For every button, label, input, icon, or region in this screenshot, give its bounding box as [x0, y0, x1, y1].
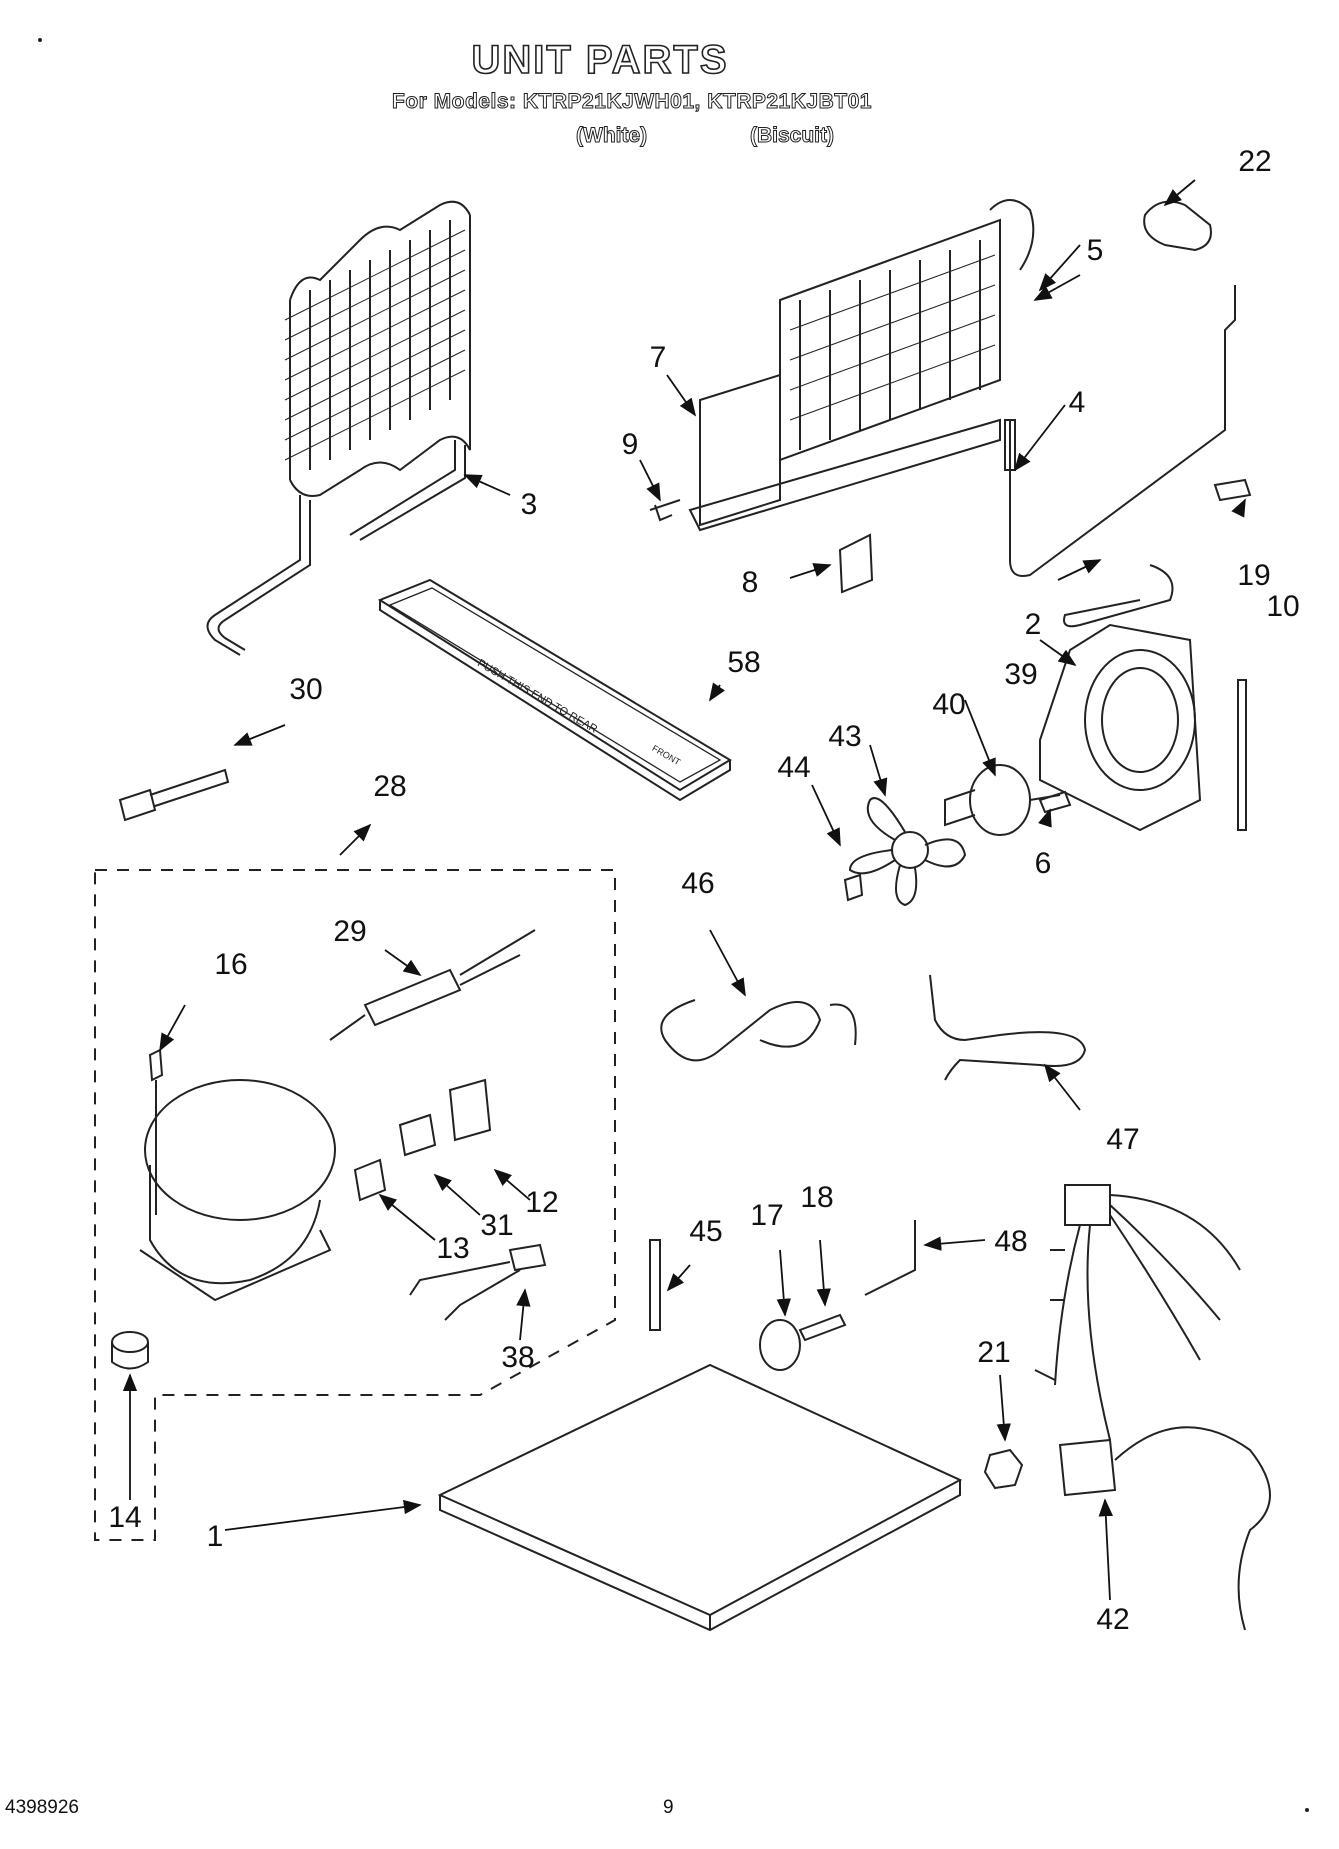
fan-shroud-part — [1039, 623, 1202, 832]
suction-tube-part — [929, 974, 1087, 1081]
callout-1: 1 — [206, 1520, 224, 1553]
callout-44: 44 — [777, 751, 811, 784]
blade-clip-part — [843, 873, 864, 902]
drain-tube-part — [660, 999, 857, 1062]
gasket-strip-part — [1237, 679, 1247, 831]
callout-29: 29 — [333, 915, 367, 948]
roller-part — [759, 1319, 801, 1371]
condenser-coil-part — [206, 200, 471, 656]
callout-40: 40 — [932, 688, 966, 721]
base-plate-part — [437, 1363, 963, 1632]
callout-8: 8 — [741, 566, 759, 599]
callout-21: 21 — [977, 1336, 1011, 1369]
cap-part — [1143, 200, 1212, 252]
axle-part — [798, 1313, 847, 1342]
callout-18: 18 — [800, 1181, 834, 1214]
svg-text:PUSH THIS END TO REAR: PUSH THIS END TO REAR — [475, 657, 599, 736]
callout-3: 3 — [520, 488, 538, 521]
callout-43: 43 — [828, 720, 862, 753]
tray-front-text: FRONT — [650, 743, 682, 767]
compressor-harness-part — [409, 1243, 547, 1321]
fan-blade-part — [848, 797, 967, 907]
tray-stamp-text: PUSH THIS END TO REAR — [475, 657, 599, 736]
leader-lines — [122, 179, 1246, 1601]
callout-48: 48 — [994, 1225, 1028, 1258]
page-number: 9 — [663, 1797, 674, 1818]
callout-46: 46 — [681, 867, 715, 900]
overload-part — [398, 1113, 437, 1157]
color-white-label: (White) — [575, 124, 648, 148]
part-number: 4398926 — [5, 1797, 79, 1818]
tie-strap-part — [118, 768, 230, 822]
callout-31: 31 — [480, 1209, 514, 1242]
sensor-wire-part — [1009, 285, 1236, 577]
page-title: UNIT PARTS — [471, 37, 729, 83]
callout-17: 17 — [750, 1199, 784, 1232]
callout-28: 28 — [373, 770, 407, 803]
callout-10: 10 — [1266, 590, 1300, 623]
callout-38: 38 — [501, 1341, 535, 1374]
drain-tray-part — [377, 578, 732, 802]
compressor-part — [139, 1079, 336, 1302]
heater-wire-part — [1063, 564, 1174, 628]
callout-16: 16 — [214, 948, 248, 981]
callout-42: 42 — [1096, 1603, 1130, 1636]
callout-39: 39 — [1004, 658, 1038, 691]
capacitor-part — [448, 1078, 492, 1142]
color-biscuit-label: (Biscuit) — [750, 124, 835, 148]
callout-13: 13 — [436, 1232, 470, 1265]
callout-9: 9 — [621, 428, 639, 461]
mounting-screw-part — [148, 1048, 164, 1215]
callout-2: 2 — [1024, 608, 1042, 641]
callout-12: 12 — [525, 1186, 559, 1219]
compressor-kit-boundary — [94, 869, 616, 1541]
pin-part — [649, 1239, 661, 1331]
clip-part — [1213, 478, 1252, 502]
bent-tube-part — [864, 1220, 916, 1296]
callout-7: 7 — [649, 341, 667, 374]
nut-part — [983, 1448, 1024, 1490]
grommet-part — [111, 1331, 149, 1370]
callout-19: 19 — [1237, 559, 1271, 592]
callout-6: 6 — [1034, 847, 1052, 880]
callout-45: 45 — [689, 1215, 723, 1248]
callout-14: 14 — [108, 1501, 142, 1534]
callout-58: 58 — [727, 646, 761, 679]
bracket-part — [838, 533, 874, 594]
callout-22: 22 — [1238, 145, 1272, 178]
motor-screw-part — [1038, 790, 1072, 814]
model-numbers: For Models: KTRP21KJWH01, KTRP21KJBT01 — [392, 90, 872, 114]
callout-5: 5 — [1086, 234, 1104, 267]
callout-4: 4 — [1068, 386, 1086, 419]
screw-part — [649, 499, 681, 522]
relay-part — [353, 1158, 387, 1202]
callout-30: 30 — [289, 673, 323, 706]
drier-part — [329, 929, 536, 1041]
svg-text:FRONT: FRONT — [650, 743, 682, 767]
evaporator-part — [688, 199, 1035, 532]
wiring-harness-part — [1034, 1184, 1271, 1631]
callout-47: 47 — [1106, 1123, 1140, 1156]
